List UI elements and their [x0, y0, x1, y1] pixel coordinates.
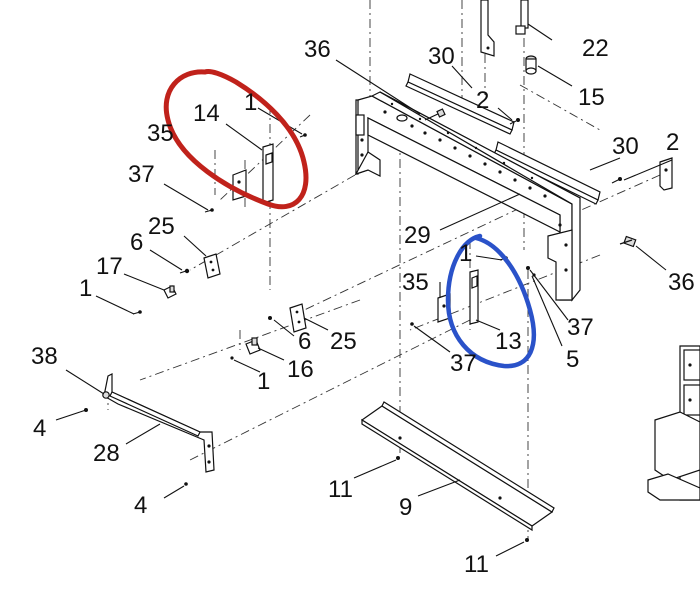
callout-37-left: 37: [128, 161, 155, 188]
callout-22: 22: [582, 35, 609, 62]
part-16-clip: [245, 337, 261, 355]
frame-holes: [360, 102, 568, 272]
callout-11-upper: 11: [328, 476, 353, 503]
callout-1-center: 1: [459, 240, 472, 267]
part-motor-assembly: [647, 345, 700, 501]
part-11-screw-upper: [396, 456, 400, 460]
callout-30-top: 30: [428, 43, 455, 70]
callout-25-left: 25: [148, 213, 175, 240]
callout-16: 16: [287, 356, 314, 383]
part-11-screw-lower: [525, 538, 529, 542]
leader-lines: [55, 23, 673, 557]
part-4-screw-lower: [184, 482, 188, 486]
part-right-bracket: [659, 157, 673, 191]
part-36-screw-right: [619, 235, 637, 248]
callout-1-top-left: 1: [244, 89, 257, 116]
part-bracket-top: [480, 0, 495, 57]
part-6-screw-center: [268, 316, 272, 320]
callout-28: 28: [93, 440, 120, 467]
callout-6-center: 6: [298, 328, 311, 355]
callout-29: 29: [404, 222, 431, 249]
callout-30-right: 30: [612, 133, 639, 160]
callout-13: 13: [495, 328, 522, 355]
callout-6-left: 6: [130, 229, 143, 256]
part-6-screw-left: [179, 268, 190, 274]
callout-2-right: 2: [666, 129, 679, 156]
blue-annotation-circle: [445, 233, 536, 369]
part-25-plate-center: [289, 303, 307, 333]
part-17-clip: [163, 285, 177, 299]
callout-35-center: 35: [402, 269, 429, 296]
part-30-rail-upper: [405, 73, 515, 135]
callout-9: 9: [399, 494, 412, 521]
part-36-screw-upper: [424, 108, 446, 121]
callout-5: 5: [566, 346, 579, 373]
callout-36-top: 36: [304, 36, 331, 63]
part-25-plate-left: [203, 253, 221, 279]
part-2-screw-right: [611, 177, 622, 184]
callout-36-right: 36: [668, 269, 695, 296]
callout-2-top: 2: [476, 87, 489, 114]
part-1-screw-left: [132, 310, 142, 315]
callout-38: 38: [31, 343, 58, 370]
part-4-screw-upper: [79, 408, 88, 413]
part-37-screw-left: [204, 208, 214, 213]
callout-15: 15: [578, 84, 605, 111]
part-1-screw-center: [230, 356, 234, 360]
part-29-main-frame: [354, 91, 582, 302]
part-28-bracket: [103, 373, 215, 473]
callout-37-right: 37: [567, 314, 594, 341]
callout-17: 17: [96, 253, 123, 280]
callout-1-lower: 1: [257, 368, 270, 395]
callout-4-lower: 4: [134, 492, 147, 519]
construction-lines: [107, 0, 661, 540]
part-30-rail-lower: [493, 141, 601, 205]
callout-1-left: 1: [79, 275, 92, 302]
red-annotation-circle: [163, 69, 309, 210]
callout-4-left: 4: [33, 415, 46, 442]
callout-14: 14: [193, 100, 220, 127]
part-15-bushing: [525, 55, 537, 75]
part-9-tray: [360, 401, 555, 532]
part-2-screw-upper: [509, 118, 520, 125]
part-38-nut: [102, 391, 110, 399]
part-37-screw-center: [410, 322, 414, 326]
callout-labels: 36 30 22 2 15 14 1 35 37 30 2 25 6 17 1 …: [31, 35, 695, 578]
callout-37-center: 37: [450, 350, 477, 377]
callout-25-center: 25: [330, 328, 357, 355]
part-22-rod: [515, 0, 529, 35]
callout-35-left: 35: [147, 120, 174, 147]
callout-11-lower: 11: [464, 551, 489, 578]
